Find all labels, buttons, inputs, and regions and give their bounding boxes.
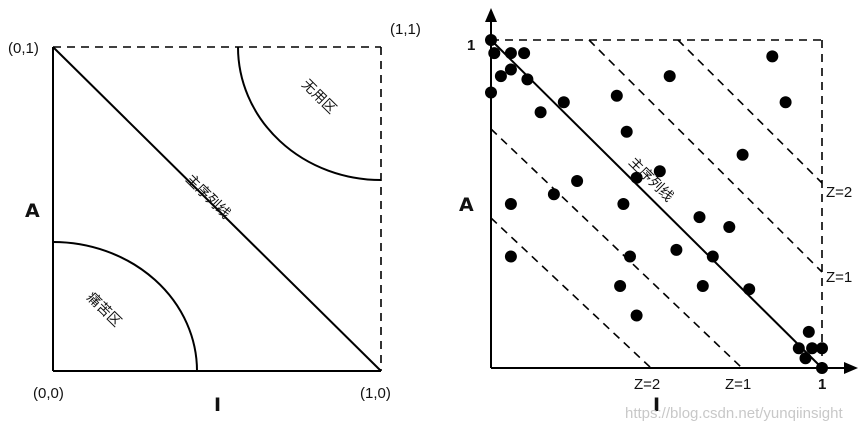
scatter-point <box>663 70 676 83</box>
scatter-point <box>670 243 683 256</box>
scatter-point <box>806 342 819 355</box>
scatter-point <box>518 47 531 60</box>
left-main-sequence-label: 主序列线 <box>182 171 233 222</box>
scatter-point <box>736 148 749 161</box>
scatter-point <box>485 86 497 99</box>
scatter-point <box>799 352 812 365</box>
watermark: https://blog.csdn.net/yunqiinsight <box>625 405 843 422</box>
scatter-point <box>630 171 643 184</box>
scatter-point <box>630 309 643 322</box>
z2-upper-dashed-line <box>677 39 823 184</box>
left-corner-1-0: (1,0) <box>360 385 391 402</box>
z-label-bottom-left: Z=2 <box>634 376 660 393</box>
scatter-point <box>610 89 623 102</box>
scatter-point <box>617 198 630 210</box>
right-axis-a-label: A <box>459 194 474 216</box>
scatter-point <box>547 188 560 201</box>
scatter-point <box>624 250 636 263</box>
pain-zone-arc <box>52 241 198 372</box>
left-diagram: (0,1) (1,1) (0,0) (1,0) A I 主序列线 无用区 痛苦区 <box>8 21 421 416</box>
scatter-point <box>792 342 805 355</box>
z-label-bottom-right: Z=1 <box>725 376 751 393</box>
right-y-axis-arrow <box>485 8 497 22</box>
useless-zone-arc <box>237 46 382 181</box>
useless-zone-label: 无用区 <box>298 76 339 117</box>
left-corner-0-0: (0,0) <box>33 385 64 402</box>
scatter-point <box>696 280 709 292</box>
left-corner-1-1: (1,1) <box>390 21 421 38</box>
scatter-point <box>779 96 792 109</box>
z-label-right-upper: Z=2 <box>826 184 852 201</box>
scatter-point <box>802 325 815 338</box>
scatter-point <box>557 96 570 109</box>
left-corner-0-1: (0,1) <box>8 40 39 57</box>
scatter-point <box>743 283 756 296</box>
scatter-point <box>571 175 584 187</box>
scatter-point <box>653 165 666 178</box>
scatter-point <box>723 221 736 233</box>
scatter-point <box>504 250 517 263</box>
scatter-point <box>521 73 534 86</box>
scatter-point <box>488 47 501 60</box>
scatter-point <box>534 106 547 119</box>
scatter-point <box>706 250 719 263</box>
right-main-sequence-line <box>490 39 823 369</box>
scatter-point <box>504 198 517 210</box>
scatter-point <box>504 47 517 60</box>
left-axis-i-label: I <box>214 394 221 416</box>
scatter-point <box>485 34 497 46</box>
z1-upper-dashed-line <box>588 39 823 273</box>
right-axis-i-label: I <box>653 394 660 416</box>
scatter-point <box>766 50 779 63</box>
pain-zone-label: 痛苦区 <box>83 289 125 331</box>
scatter-point <box>614 280 627 292</box>
right-y-tick-1: 1 <box>467 37 475 54</box>
left-main-sequence-line <box>52 46 382 372</box>
scatter-point <box>494 70 507 83</box>
scatter-point <box>816 362 828 374</box>
z1-lower-dashed-line <box>490 128 743 369</box>
scatter-point <box>693 211 706 224</box>
scatter-point <box>816 342 828 355</box>
scatter-points <box>485 34 828 374</box>
right-x-axis-arrow <box>844 362 858 374</box>
right-x-tick-1: 1 <box>818 376 826 393</box>
right-diagram: 1 1 A I 主序列线 Z=2 Z=1 Z=2 Z=1 <box>459 8 858 416</box>
left-axis-a-label: A <box>25 200 40 222</box>
z2-lower-dashed-line <box>490 217 652 369</box>
scatter-point <box>504 63 517 76</box>
scatter-point <box>620 125 633 138</box>
z-label-right-lower: Z=1 <box>826 269 852 286</box>
